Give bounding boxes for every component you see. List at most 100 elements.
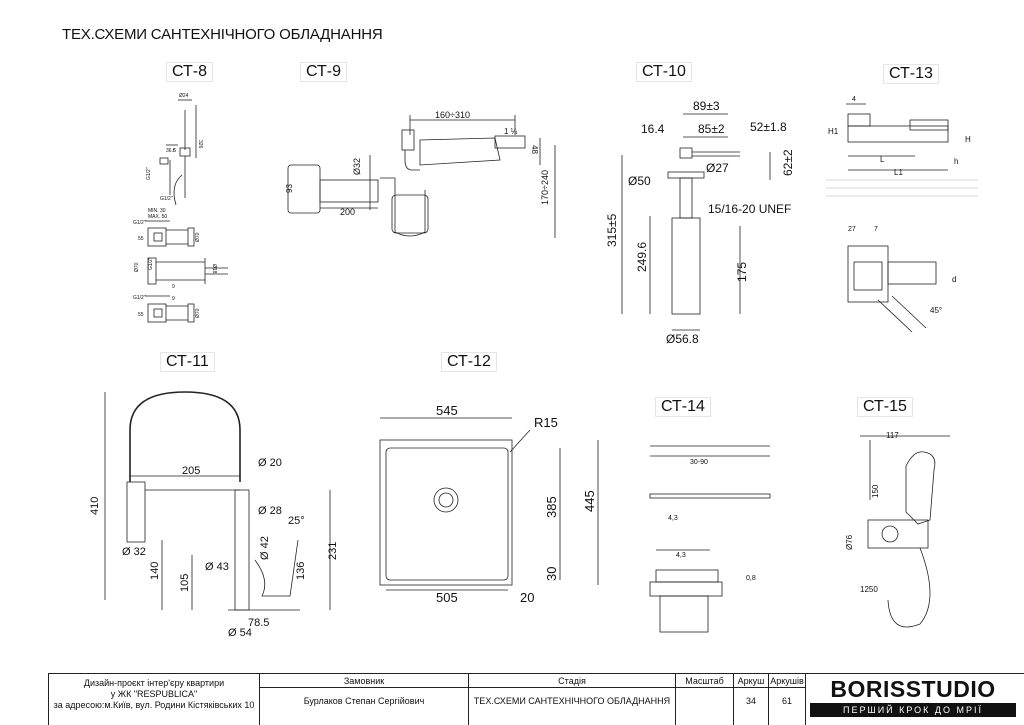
ct8-326: 326 — [197, 140, 203, 149]
ct14-drawing: 30-90 4,3 4,3 0,8 — [649, 445, 771, 633]
project-line-2: у ЖК "RESPUBLICA" — [110, 689, 198, 699]
sheet-number: 34 — [745, 696, 756, 706]
ct8-g12b: G1/2" — [160, 196, 173, 202]
project-line-3: за адресою:м.Київ, вул. Родини Кістяківс… — [53, 700, 255, 710]
ct11-d43: Ø 43 — [205, 561, 229, 573]
ct8-9b: 9 — [172, 296, 175, 302]
ct15-d76: Ø76 — [845, 534, 854, 550]
ct12-505: 505 — [436, 590, 458, 605]
ct11-25: 25° — [288, 515, 305, 527]
ct10-2496: 249.6 — [635, 242, 649, 272]
ct8-d70c: Ø70 — [195, 308, 201, 318]
ct15-117: 117 — [886, 431, 899, 440]
ct15-150: 150 — [871, 484, 880, 498]
ct9-160: 160÷310 — [435, 110, 470, 120]
ct11-140: 140 — [149, 562, 161, 580]
ct10-52: 52±1.8 — [750, 120, 787, 134]
ct9-14: 1 ¼ — [504, 127, 518, 136]
ct14-3090: 30-90 — [690, 459, 708, 466]
scale-header: Масштаб — [685, 676, 724, 686]
sheets-total: 61 — [781, 696, 792, 706]
ct9-d32: Ø32 — [352, 158, 362, 175]
ct8-d24: Ø24 — [179, 93, 189, 99]
ct10-89: 89±3 — [693, 99, 720, 113]
ct11-drawing: 410 205 Ø 20 Ø 32 Ø 28 25° Ø 42 231 140 … — [89, 391, 339, 639]
ct10-175: 175 — [735, 262, 749, 282]
ct12-385: 385 — [544, 496, 559, 518]
ct12-445: 445 — [582, 490, 597, 512]
ct8-g2: G1/2" — [148, 257, 154, 270]
ct9-48: 48 — [530, 145, 539, 154]
sheets-header: Аркушів — [770, 676, 804, 686]
ct13-27: 27 — [848, 226, 856, 233]
drawings-canvas: Ø24 326 6 36.5 G1/2" G1/2" MIN. 30 MAX. … — [89, 93, 978, 639]
ct13-l: L — [880, 155, 885, 164]
brand-name: BORISSTUDIO — [830, 676, 996, 702]
ct8-g3: G1/2" — [133, 295, 146, 301]
ct13-d: d — [952, 275, 956, 284]
ct14-43b: 4,3 — [676, 552, 686, 559]
ct13-h: H — [965, 135, 971, 144]
ct13-hlow: h — [954, 157, 958, 166]
ct11-d20: Ø 20 — [258, 457, 282, 469]
label-ct13: СТ-13 — [883, 64, 939, 84]
ct13-l1: L1 — [894, 168, 903, 177]
ct15-1250: 1250 — [860, 585, 878, 594]
ct12-drawing: 545 R15 385 445 30 505 20 — [379, 403, 599, 605]
label-ct12: СТ-12 — [441, 352, 497, 372]
stage-value: ТЕХ.СХЕМИ САНТЕХНІЧНОГО ОБЛАДНАННЯ — [473, 696, 671, 706]
ct13-7: 7 — [874, 226, 878, 233]
ct13-4: 4 — [852, 96, 856, 103]
ct8-d18: Ø18 — [211, 264, 217, 274]
ct9-200: 200 — [340, 207, 355, 217]
ct8-36: 36.5 — [166, 148, 176, 154]
ct10-315: 315±5 — [605, 213, 619, 247]
ct11-105: 105 — [179, 574, 191, 592]
brand-logo: BORISSTUDIO ПЕРШИЙ КРОК ДО МРІЇ — [808, 676, 1018, 720]
ct10-unef: 15/16-20 UNEF — [708, 202, 791, 216]
ct12-30: 30 — [544, 567, 559, 581]
ct8-g12a: G1/2" — [146, 167, 152, 180]
ct9-170: 170÷240 — [540, 170, 550, 205]
ct12-20: 20 — [520, 590, 534, 605]
label-ct8: СТ-8 — [166, 62, 214, 82]
ct10-85: 85±2 — [698, 122, 725, 136]
ct13-45: 45° — [930, 306, 942, 315]
ct8-55b: 55 — [138, 312, 144, 318]
ct11-410: 410 — [89, 497, 101, 515]
ct13-h1: H1 — [828, 127, 839, 136]
ct9-drawing: 160÷310 1 ¼ 48 Ø32 93 200 170÷240 — [285, 110, 556, 238]
label-ct9: СТ-9 — [300, 62, 348, 82]
ct9-93: 93 — [285, 184, 294, 193]
ct8-drawing: Ø24 326 6 36.5 G1/2" G1/2" MIN. 30 MAX. … — [133, 93, 228, 323]
ct14-08: 0,8 — [746, 575, 756, 582]
ct12-r15: R15 — [534, 415, 558, 430]
ct11-205: 205 — [182, 465, 200, 477]
customer-name: Бурлаков Степан Сергійович — [303, 696, 425, 706]
ct8-9a: 9 — [172, 284, 175, 290]
ct10-62: 62±2 — [781, 149, 795, 176]
ct8-min: MIN. 30 — [148, 208, 166, 214]
title-block: Дизайн-проєкт інтер'єру квартири у ЖК "R… — [48, 673, 1024, 725]
ct8-d70b: Ø70 — [134, 262, 140, 272]
ct10-d50: Ø50 — [628, 174, 651, 188]
label-ct15: СТ-15 — [857, 397, 913, 417]
ct14-43a: 4,3 — [668, 515, 678, 522]
ct11-d32: Ø 32 — [122, 546, 146, 558]
ct11-136: 136 — [295, 562, 307, 580]
ct10-drawing: 89±3 16.4 85±2 52±1.8 Ø27 62±2 Ø50 15/16… — [605, 99, 795, 346]
ct12-545: 545 — [436, 403, 458, 418]
ct15-drawing: 117 150 Ø76 1250 — [845, 431, 950, 628]
ct11-231: 231 — [327, 542, 339, 560]
ct10-164: 16.4 — [641, 122, 665, 136]
ct10-d568: Ø56.8 — [666, 332, 699, 346]
ct8-d70a: Ø70 — [195, 232, 201, 242]
label-ct10: СТ-10 — [636, 62, 692, 82]
ct13-drawing: 4 H1 H L h L1 27 7 d 45° — [826, 96, 978, 333]
customer-header: Замовник — [343, 676, 385, 686]
stage-header: Стадія — [558, 676, 586, 686]
ct11-d42: Ø 42 — [259, 536, 271, 560]
label-ct11: СТ-11 — [160, 352, 215, 372]
label-ct14: СТ-14 — [655, 397, 711, 417]
